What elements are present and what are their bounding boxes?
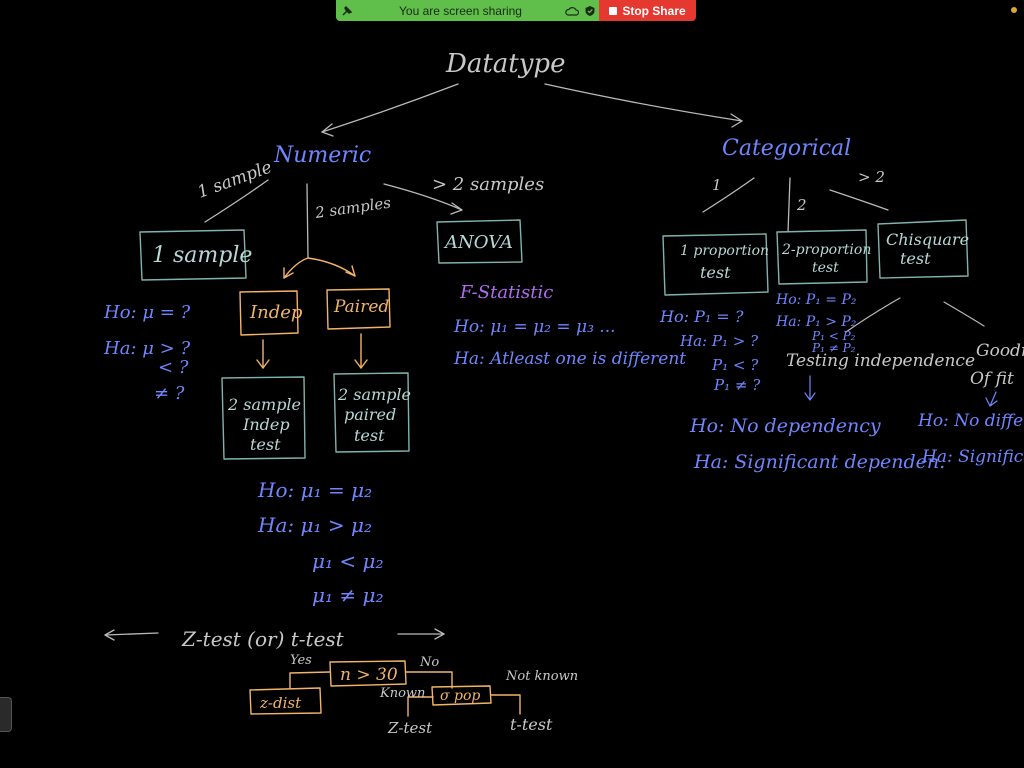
n-gt-30-text: n > 30 [340, 665, 398, 685]
onesample-ha-ne: ≠ ? [154, 383, 185, 404]
root-label: Datatype [445, 49, 565, 79]
box-chisq-line2: test [900, 249, 931, 268]
box-2prop-line2: test [812, 260, 839, 276]
testing-independence-label: Testing independence [786, 351, 975, 371]
no-text: No [419, 655, 439, 670]
twoprop-ha-lt: P₁ < P₂ [811, 329, 856, 343]
orange-texts: Indep Paired n > 30 z-dist σ pop [249, 297, 480, 712]
edge-2samples-label: 2 samples [313, 193, 392, 222]
known-text: Known [379, 686, 425, 701]
box-1sample-text: 1 sample [152, 243, 252, 268]
twosample-ha: Ha: μ₁ > μ₂ [257, 513, 372, 537]
status-dot [1011, 7, 1017, 13]
onesample-ha-lt: < ? [158, 357, 189, 378]
goodness-label: Goodness [976, 341, 1024, 361]
orange-flow [239, 257, 521, 717]
cloud-icon[interactable] [563, 6, 581, 16]
onesample-ha: Ha: μ > ? [103, 338, 190, 359]
stop-share-button[interactable]: Stop Share [599, 0, 696, 21]
stop-icon [609, 6, 618, 15]
box-texts: 1 sample ANOVA 2 sample Indep test 2 sam… [152, 230, 969, 454]
blue-labels: Numeric Categorical Ho: μ = ? Ha: μ > ? … [103, 136, 1024, 607]
gof-h0: Ho: No difference [917, 411, 1024, 431]
oneprop-h0: Ho: P₁ = ? [659, 307, 744, 326]
test-boxes [139, 219, 969, 460]
box-2sp-line2: paired [344, 405, 396, 424]
not-known-text: Not known [505, 669, 578, 684]
edge-cat-2-label: 2 [796, 196, 807, 214]
oneprop-ha: Ha: P₁ > ? [679, 332, 759, 350]
oneprop-ha-ne: P₁ ≠ ? [713, 376, 761, 394]
box-2sp-line1: 2 sample [337, 385, 411, 404]
oneprop-ha-lt: P₁ < ? [711, 356, 759, 374]
box-anova-text: ANOVA [443, 232, 513, 253]
edge-1sample-label: 1 sample [195, 157, 275, 202]
gof-ha: Ha: Significant [921, 447, 1024, 467]
stop-share-label: Stop Share [622, 3, 686, 18]
box-2si-line3: test [250, 435, 281, 454]
edge-gt2samples-label: > 2 samples [432, 174, 544, 195]
sigma-pop-text: σ pop [440, 688, 480, 704]
box-paired-text: Paired [333, 297, 389, 317]
box-2si-line1: 2 sample [227, 395, 301, 414]
root-edges [104, 83, 889, 641]
share-message: You are screen sharing [399, 3, 522, 18]
t-test-text: t-test [510, 715, 553, 734]
onesample-h0: Ho: μ = ? [103, 302, 191, 323]
decision-texts: Yes No Known Not known Z-test t-test [290, 653, 578, 737]
z-test-text: Z-test [387, 719, 433, 737]
box-2prop-line1: 2-proportion [781, 242, 871, 258]
numeric-label: Numeric [273, 143, 371, 168]
screen-share-bar: You are screen sharing Stop Share [336, 0, 696, 21]
box-indep-text: Indep [249, 302, 303, 323]
edge-cat-1-label: 1 [712, 176, 722, 194]
twosample-ha-lt: μ₁ < μ₂ [312, 549, 384, 573]
categorical-label: Categorical [722, 136, 851, 161]
share-status: You are screen sharing [336, 0, 599, 21]
chisq-edges [845, 297, 985, 333]
of-fit-label: Of fit [970, 369, 1014, 389]
yes-text: Yes [290, 653, 312, 668]
anova-h0: Ho: μ₁ = μ₂ = μ₃ ... [453, 317, 616, 337]
twosample-ha-ne: μ₁ ≠ μ₂ [312, 583, 384, 607]
z-or-t-label: Z-test (or) t-test [181, 627, 345, 651]
blue-arrows [804, 375, 998, 407]
twoprop-ha-ne: P₁ ≠ P₂ [811, 341, 856, 355]
box-2sp-line3: test [354, 426, 385, 445]
box-1prop-line1: 1 proportion [680, 243, 769, 259]
box-2si-line2: Indep [242, 415, 290, 434]
box-chisq-line1: Chisquare [886, 230, 969, 249]
twoprop-h0: Ho: P₁ = P₂ [775, 292, 857, 308]
f-statistic-label: F-Statistic [459, 282, 553, 303]
edge-cat-gt2-label: > 2 [858, 168, 885, 186]
box-1prop-line2: test [700, 263, 731, 282]
side-panel-handle[interactable] [0, 697, 12, 732]
anova-ha: Ha: Atleast one is different [453, 349, 686, 369]
shield-check-icon [581, 5, 599, 17]
twoprop-ha: Ha: P₁ > P₂ [775, 314, 857, 330]
z-dist-text: z-dist [259, 694, 302, 712]
indep-ha: Ha: Significant dependen. [693, 451, 945, 473]
pin-icon[interactable] [336, 5, 358, 17]
twosample-h0: Ho: μ₁ = μ₂ [257, 478, 372, 502]
indep-h0: Ho: No dependency [689, 415, 881, 437]
